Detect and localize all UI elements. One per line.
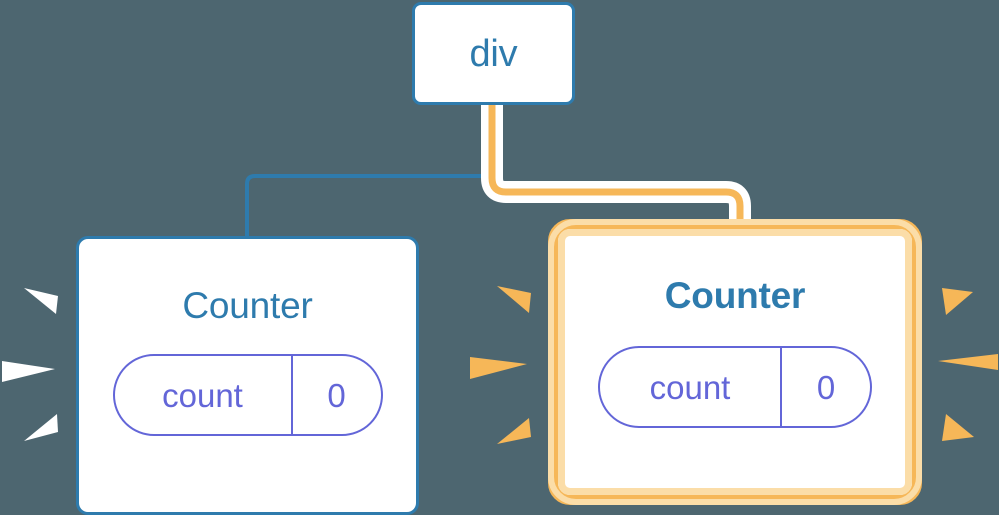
state-pill-left-key: count [162,376,243,414]
node-counter-right-label: Counter [664,275,806,316]
state-pill-right: count 0 [598,346,872,428]
state-pill-left: count 0 [112,354,383,436]
state-pill-left-value: 0 [290,356,381,434]
right-counter-right-rays [938,288,998,441]
node-div[interactable]: div [412,2,575,105]
wire-root-to-right-counter [488,104,744,230]
right-counter-left-rays [470,286,531,444]
state-pill-right-value: 0 [780,348,870,426]
node-counter-right[interactable]: Counter count 0 [548,219,922,505]
left-counter-left-rays [2,288,58,441]
node-div-label: div [469,32,518,75]
node-counter-left-label: Counter [182,285,313,326]
node-counter-left[interactable]: Counter count 0 [76,236,419,515]
state-pill-right-key: count [649,368,731,406]
